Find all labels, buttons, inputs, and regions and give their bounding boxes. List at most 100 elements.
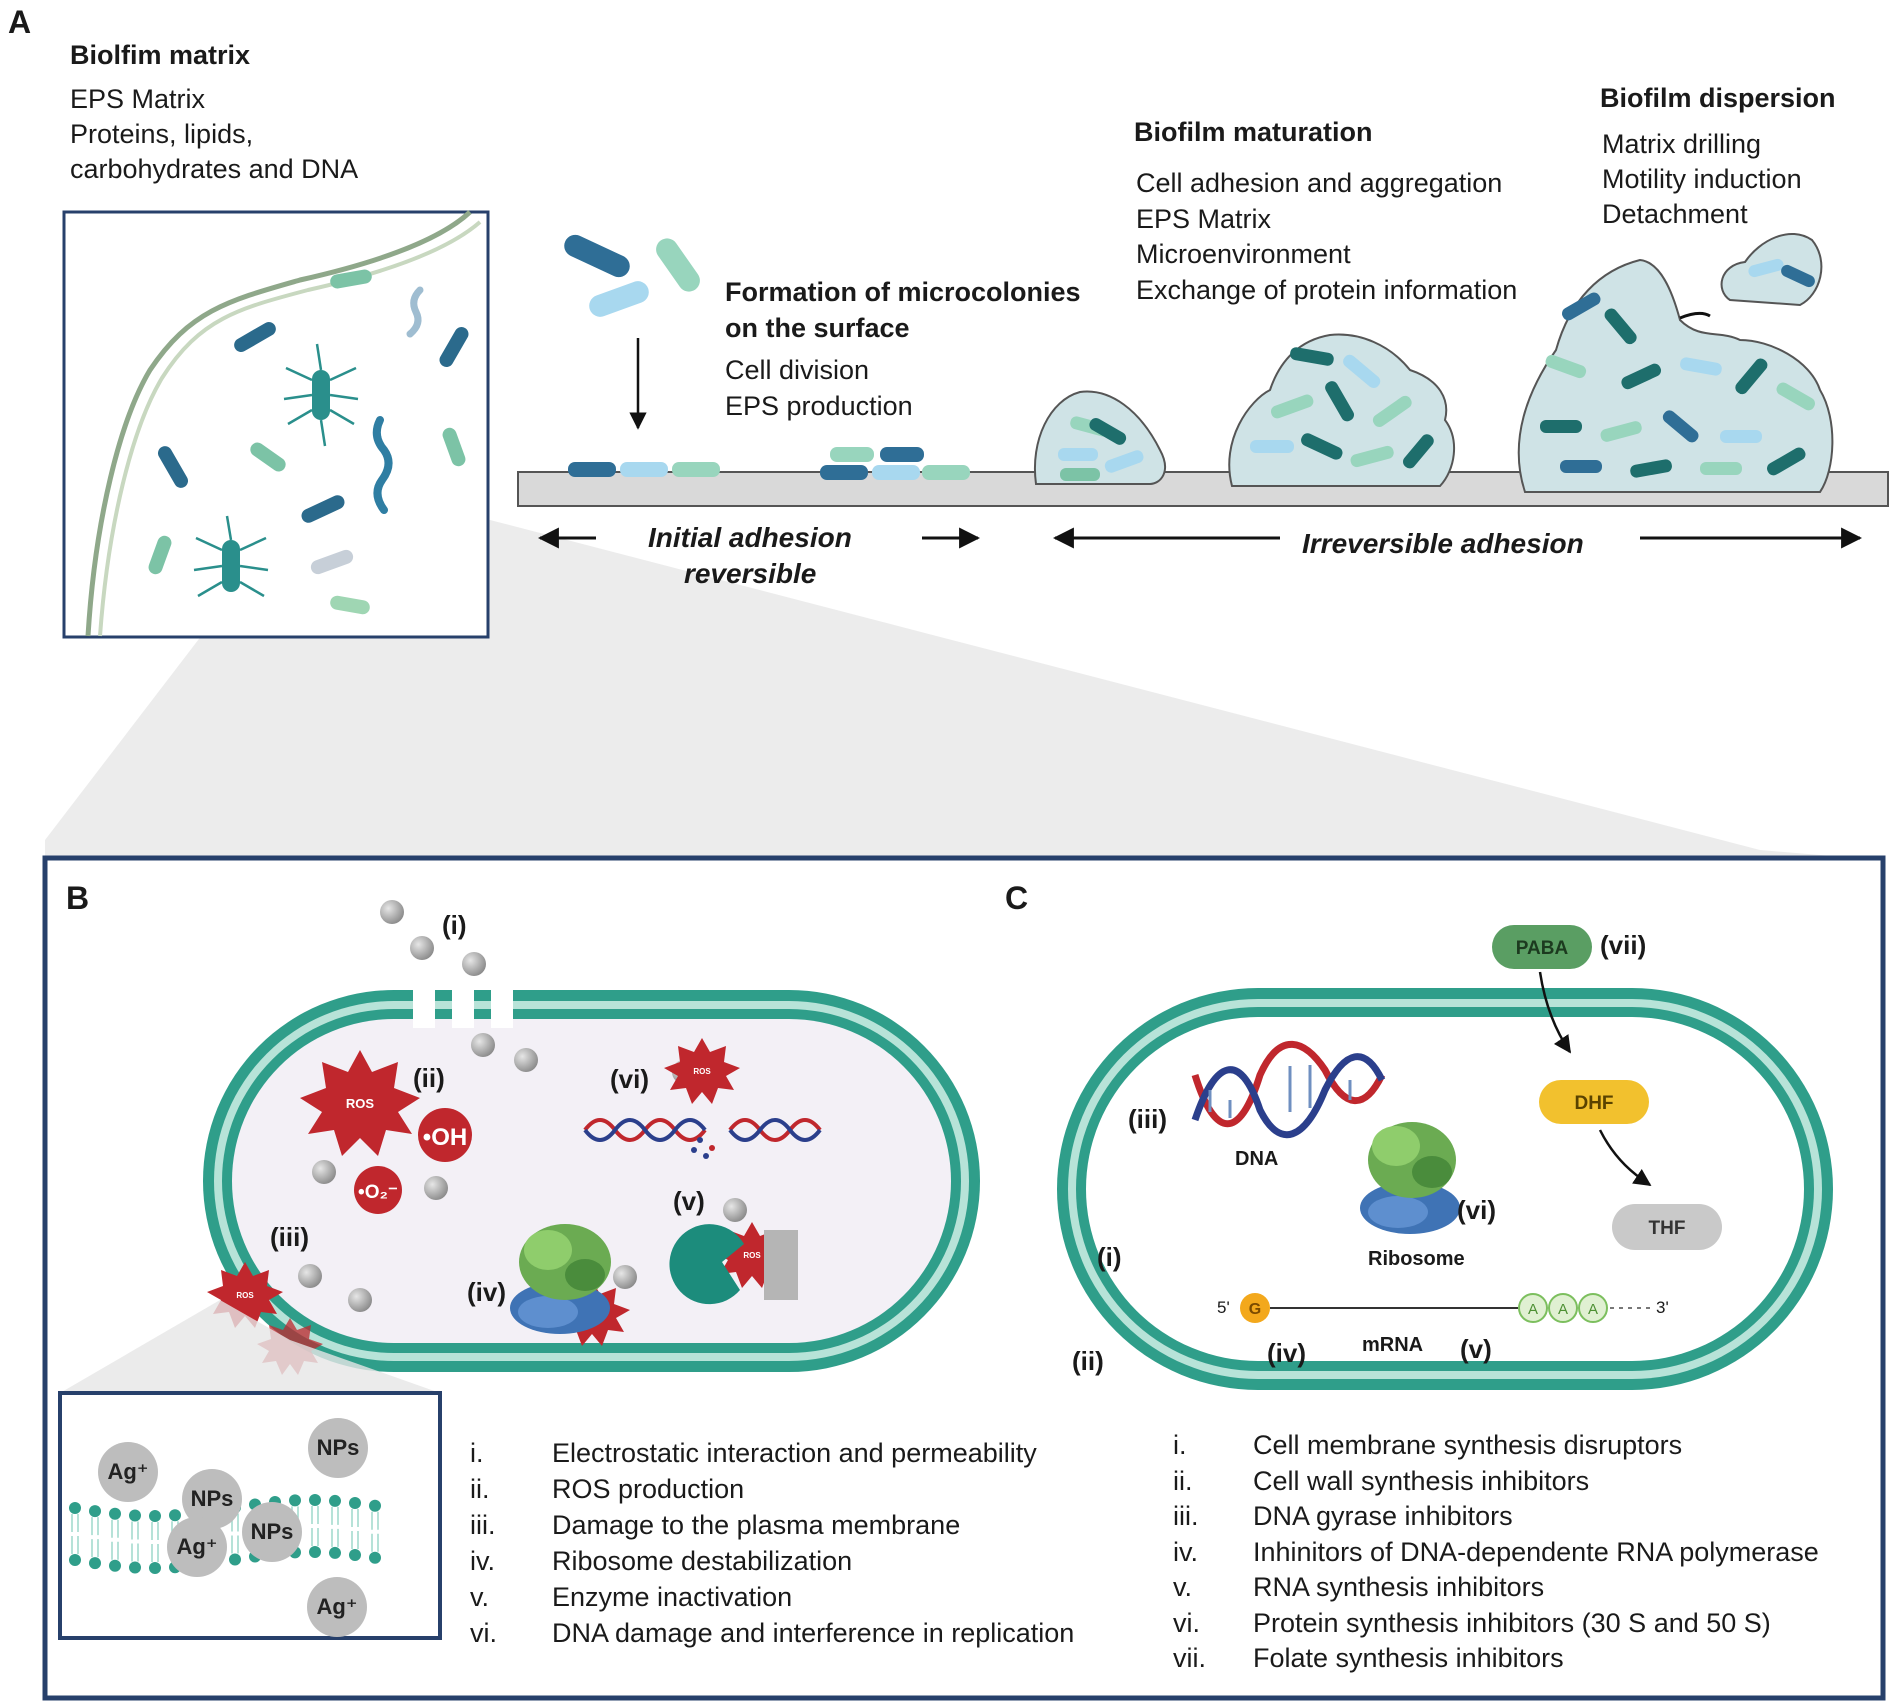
list-item-text: Cell membrane synthesis disruptors [1253,1430,1683,1460]
superoxide-radical: •O₂⁻ [354,1166,402,1214]
svg-text:•OH: •OH [423,1124,467,1151]
damaged-dna [583,1118,822,1159]
lipid-tail [151,1522,159,1562]
initial-adhesion-label: Initial adhesion [648,522,852,553]
microcolony [1033,390,1166,485]
svg-text:THF: THF [1649,1218,1686,1239]
dispersion-title: Biofilm dispersion [1600,83,1836,113]
list-item-number: iv. [1173,1536,1198,1567]
list-item-text: Folate synthesis inhibitors [1253,1643,1564,1673]
lipid-tail [371,1511,379,1552]
lipid-tail [71,1514,79,1554]
marker-c-ii: (ii) [1072,1346,1104,1376]
planktonic-cells [564,234,700,317]
marker-c-vi: (vi) [1457,1195,1496,1225]
hydroxyl-radical: •OH [418,1108,472,1162]
inset-particle: Ag⁺ [307,1577,367,1637]
list-item-number: iii. [470,1510,496,1540]
list-item-number: iii. [1173,1501,1199,1531]
nanoparticles-entering [298,900,747,1312]
matrix-title: Biolfim matrix [70,40,251,70]
list-item-number: ii. [1173,1465,1193,1496]
mrna-label: mRNA [1362,1334,1424,1356]
list-item-number: vi. [470,1618,497,1648]
dhf-pill: DHF [1539,1080,1649,1124]
lipid-tail [351,1508,359,1549]
lipid-head [329,1546,341,1559]
lipid-tail [131,1521,139,1562]
lipid-head [309,1494,321,1507]
ribosome-label: Ribosome [1368,1248,1465,1270]
list-item-text: Enzyme inactivation [552,1582,793,1612]
list-item-text: Electrostatic interaction and permeabili… [552,1438,1037,1468]
zoom-funnel [45,520,1880,860]
lipid-head [349,1496,361,1509]
matrix-bacterium [283,343,359,447]
ros-burst-dna: ROS [664,1038,740,1104]
marker-b-i: (i) [442,910,467,940]
inset-zoom [60,1300,440,1393]
matrix-line: Proteins, lipids, [70,119,254,149]
list-item-number: i. [470,1438,484,1468]
biofilm-matrix-inset [62,210,490,639]
panel-c-letter: C [1005,880,1029,916]
dispersion-line: Matrix drilling [1602,129,1762,159]
inset-particle: NPs [242,1502,302,1562]
lipid-head [109,1559,121,1572]
dispersion-line: Motility induction [1602,164,1802,194]
svg-text:PABA: PABA [1516,938,1569,959]
marker-b-iii: (iii) [270,1222,309,1252]
lipid-tail [231,1513,239,1554]
dispersion-line: Detachment [1602,199,1748,229]
list-item-text: Ribosome destabilization [552,1546,853,1576]
microcolonies-line: Cell division [725,355,870,385]
svg-text:ROS: ROS [236,1291,254,1300]
matrix-line: EPS Matrix [70,84,206,114]
lipid-head [289,1494,301,1507]
marker-c-vii: (vii) [1600,930,1647,960]
lipid-head [229,1553,241,1566]
matrix-line: carbohydrates and DNA [70,154,359,184]
lipid-head [149,1561,161,1574]
svg-text:DHF: DHF [1574,1093,1613,1114]
maturation-line: EPS Matrix [1136,204,1272,234]
ribosome-c [1360,1122,1460,1234]
maturation-line: Microenvironment [1136,239,1351,269]
lipid-tail [311,1506,319,1547]
inset-particle: Ag⁺ [98,1442,158,1502]
initial-adhesion-label: reversible [684,558,817,589]
lipid-head [129,1509,141,1522]
svg-text:ROS: ROS [693,1067,711,1076]
lipid-tail [91,1517,99,1558]
inset-particle: NPs [182,1469,242,1529]
initial-adherent-cells [568,447,970,480]
list-item-number: vii. [1173,1643,1206,1673]
list-item-number: vi. [1173,1607,1200,1638]
panel-a-letter: A [8,4,32,40]
mrna-5-prime: 5' [1217,1298,1230,1317]
list-item-text: ROS production [552,1474,745,1504]
lipid-head [349,1548,361,1561]
ribosome-b [510,1224,611,1334]
marker-b-ii: (ii) [413,1063,445,1093]
lipid-head [329,1494,341,1507]
marker-b-vi: (vi) [610,1064,649,1094]
microcolonies-title: Formation of microcolonies [725,277,1081,307]
mrna-3-prime: 3' [1656,1298,1669,1317]
maturation-title: Biofilm maturation [1134,117,1373,147]
ros-burst-label: ROS [346,1096,375,1111]
dhf-to-thf-arrow [1598,1129,1652,1187]
lipid-head [309,1546,321,1559]
marker-c-i: (i) [1097,1242,1122,1272]
svg-text:•O₂⁻: •O₂⁻ [358,1182,398,1203]
dna-label: DNA [1235,1148,1279,1170]
microcolonies-title: on the surface [725,313,910,343]
thf-pill: THF [1612,1204,1722,1250]
list-item-text: RNA synthesis inhibitors [1253,1572,1545,1602]
lipid-head [109,1507,121,1520]
irreversible-adhesion-label: Irreversible adhesion [1302,528,1584,559]
list-item-number: v. [470,1582,489,1612]
marker-b-iv: (iv) [467,1277,506,1307]
svg-text:ROS: ROS [743,1251,761,1260]
